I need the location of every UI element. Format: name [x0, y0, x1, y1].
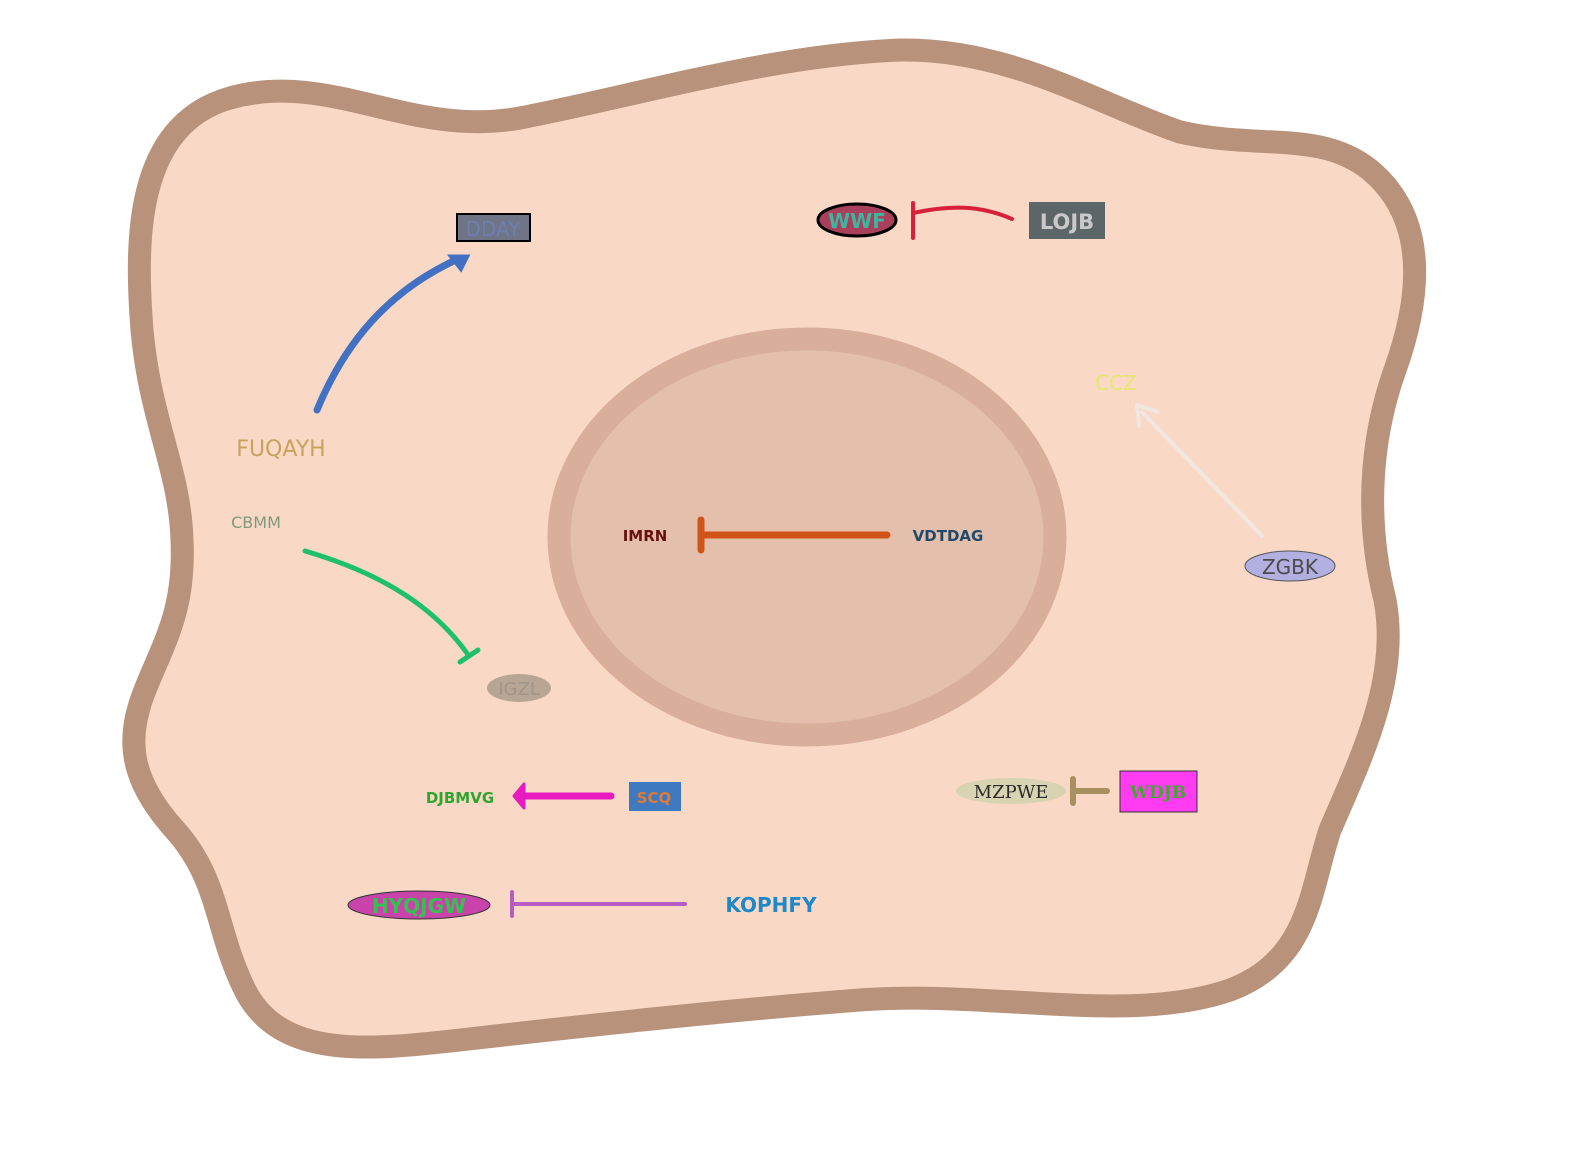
node-scq-label: SCQ: [637, 789, 672, 807]
inhibitor-bar-igzl: [457, 647, 481, 665]
node-dday-box: [456, 213, 531, 242]
node-dday-label: DDAY: [466, 217, 522, 241]
node-imrn-label: IMRN: [623, 527, 668, 545]
node-hyqjgw: HYQJGW: [347, 890, 491, 920]
node-wdjb: WDJB: [1119, 770, 1198, 813]
arrowhead-dday: [446, 254, 471, 273]
node-fuqayh: FUQAYH: [236, 437, 325, 462]
arrowhead-djbmvg: [512, 782, 526, 810]
node-vdtdag-label: VDTDAG: [913, 527, 984, 545]
node-zgbk-shape: [1244, 550, 1336, 582]
edge-zgbk-ccz: [1140, 410, 1264, 538]
node-wwf-shape: [816, 202, 898, 238]
node-zgbk: ZGBK: [1244, 550, 1336, 582]
node-mzpwe-label: MZPWE: [974, 782, 1049, 803]
node-dday: DDAY: [456, 213, 531, 242]
node-igzl: IGZL: [487, 674, 551, 702]
node-wdjb-label: WDJB: [1129, 783, 1186, 803]
node-wdjb-box: [1119, 770, 1198, 813]
node-mzpwe-shape: [956, 778, 1066, 804]
node-igzl-shape: [487, 674, 551, 702]
edge-lojb-wwf: [911, 205, 1014, 221]
node-lojb-box: [1029, 202, 1105, 239]
arrowhead-ccz: [1135, 403, 1160, 428]
node-fuqayh-label: FUQAYH: [236, 437, 325, 462]
edge-cbmm-igzl: [302, 548, 472, 659]
node-lojb: LOJB: [1029, 202, 1105, 239]
node-zgbk-label: ZGBK: [1262, 555, 1319, 579]
node-lojb-label: LOJB: [1040, 210, 1094, 234]
node-igzl-label: IGZL: [498, 679, 540, 700]
node-wwf-label: WWF: [828, 209, 886, 233]
node-hyqjgw-label: HYQJGW: [372, 894, 466, 918]
node-cbmm: CBMM: [231, 513, 281, 532]
node-mzpwe: MZPWE: [956, 778, 1066, 804]
node-vdtdag: VDTDAG: [913, 527, 984, 545]
node-kophfy: KOPHFY: [725, 893, 817, 917]
node-cbmm-label: CBMM: [231, 513, 281, 532]
node-wwf: WWF: [816, 202, 898, 238]
node-hyqjgw-shape: [347, 890, 491, 920]
node-ccz-label: CCZ: [1095, 371, 1137, 395]
node-djbmvg: DJBMVG: [426, 789, 494, 807]
node-scq: SCQ: [629, 782, 681, 811]
node-imrn: IMRN: [623, 527, 668, 545]
node-ccz: CCZ: [1095, 371, 1137, 395]
node-scq-box: [629, 782, 681, 811]
node-kophfy-label: KOPHFY: [725, 893, 817, 917]
edge-fuqayh-dday: [313, 254, 464, 414]
node-djbmvg-label: DJBMVG: [426, 789, 494, 807]
